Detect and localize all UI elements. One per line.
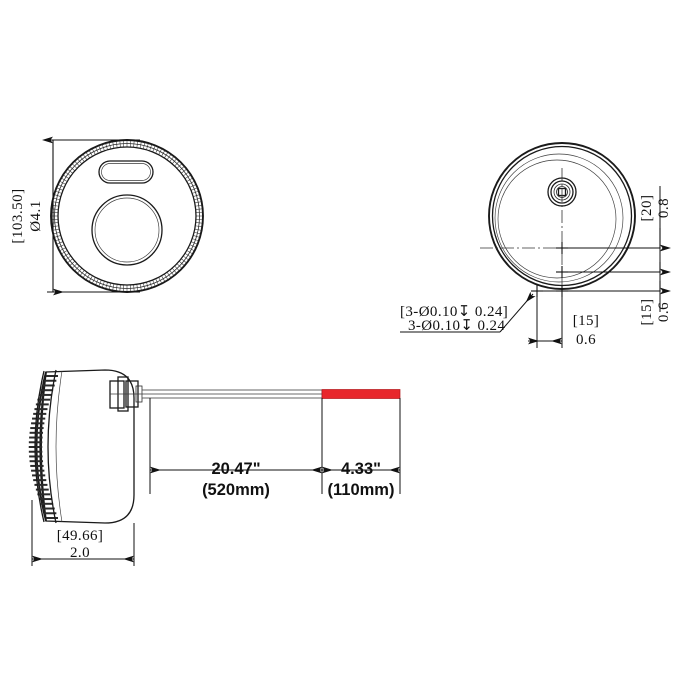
cable-main-mm-label: (520mm) xyxy=(202,481,270,499)
front-diameter-bracket-label: [103.50] xyxy=(10,188,26,243)
cable-main-inch-label: 20.47" xyxy=(211,460,260,478)
front-outer-circle xyxy=(50,139,204,293)
rear-vdim-top-value: 0.8 xyxy=(656,198,672,218)
side-body-seam xyxy=(55,370,63,523)
rear-bolt-circle xyxy=(497,159,617,279)
front-lens-inner-circle xyxy=(94,197,160,263)
side-view: 20.47" (520mm) 4.33" (110mm) [49.66] 2.0 xyxy=(28,369,401,566)
rear-vdim-bottom-value: 0.6 xyxy=(656,302,672,322)
hole-callout-bracket: [3-Ø0.10↧ 0.24] xyxy=(400,304,508,320)
front-rim-inner-circle xyxy=(54,143,200,289)
front-diameter-label: Ø4.1 xyxy=(28,200,44,232)
hole-callout: 3-Ø0.10↧ 0.24 xyxy=(408,318,505,334)
front-slot-inner xyxy=(101,163,151,181)
cable-tail-mm-label: (110mm) xyxy=(328,481,395,499)
front-body-circle xyxy=(57,146,197,286)
rear-vdim-top-bracket: [20] xyxy=(639,195,655,222)
front-slot xyxy=(98,160,154,184)
side-fin-inner-edge xyxy=(47,369,57,524)
rear-body-circle xyxy=(494,153,624,283)
side-cable xyxy=(141,389,401,399)
cable-red-tail xyxy=(321,389,401,399)
side-fin-outer-edge xyxy=(34,370,45,523)
rear-view: [20] 0.8 [15] 0.6 [15] 0.6 [3-Ø0.10↧ 0.2… xyxy=(400,142,672,348)
hole-callout-leader xyxy=(499,291,536,333)
front-lens-circle xyxy=(91,194,163,266)
rear-hdim-value: 0.6 xyxy=(576,332,596,348)
rear-hdim-bracket: [15] xyxy=(573,313,600,329)
rear-vdim-bottom-bracket: [15] xyxy=(639,299,655,326)
cable-tail-inch-label: 4.33" xyxy=(341,460,381,478)
front-view: [103.50] Ø4.1 xyxy=(10,136,204,296)
depth-label: 2.0 xyxy=(70,545,90,561)
gland-base xyxy=(109,380,125,409)
depth-bracket-label: [49.66] xyxy=(57,528,104,544)
side-body-outline xyxy=(39,369,135,524)
side-cable-gland xyxy=(109,376,143,412)
